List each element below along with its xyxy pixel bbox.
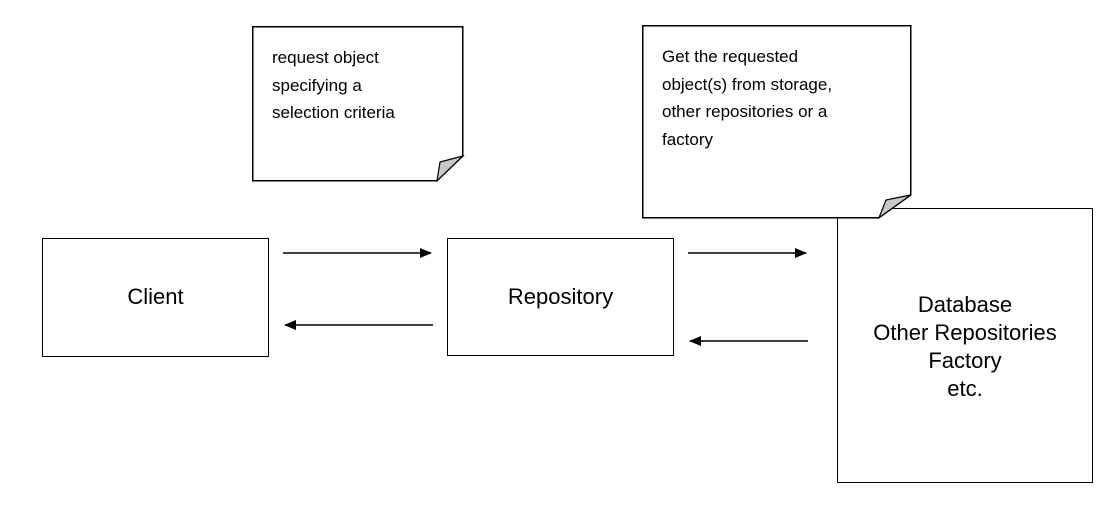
request-note-shape [252, 26, 465, 183]
repository-label: Repository [507, 283, 614, 309]
storage-box: Database Other Repositories Factory etc. [837, 208, 1093, 483]
request-note: request object specifying a selection cr… [252, 26, 465, 183]
storage-note-line-4: factory [662, 129, 714, 149]
storage-line-other-repositories: Other Repositories [873, 319, 1057, 345]
request-note-line-3: selection criteria [272, 103, 395, 122]
request-note-line-2: specifying a [272, 75, 362, 95]
storage-lines: Database Other Repositories Factory etc. [873, 291, 1056, 403]
storage-note-shape [642, 25, 912, 220]
storage-note-fold [877, 194, 912, 220]
storage-line-database: Database [917, 291, 1013, 317]
storage-note-line-3: other repositories or a [662, 102, 828, 121]
repository-box: Repository [447, 238, 674, 356]
storage-line-etc: etc. [947, 375, 983, 401]
request-note-line-1: request object [272, 48, 379, 67]
storage-note-text: Get the requested object(s) from storage… [662, 43, 896, 207]
storage-line-factory: Factory [928, 347, 1002, 373]
storage-note-line-2: object(s) from storage, [662, 74, 833, 94]
client-box: Client [42, 238, 269, 357]
storage-note-line-1: Get the requested [662, 47, 799, 66]
request-note-text: request object specifying a selection cr… [272, 44, 448, 127]
request-note-fold [436, 154, 465, 183]
storage-note: Get the requested object(s) from storage… [642, 25, 912, 220]
client-label: Client [127, 284, 184, 310]
